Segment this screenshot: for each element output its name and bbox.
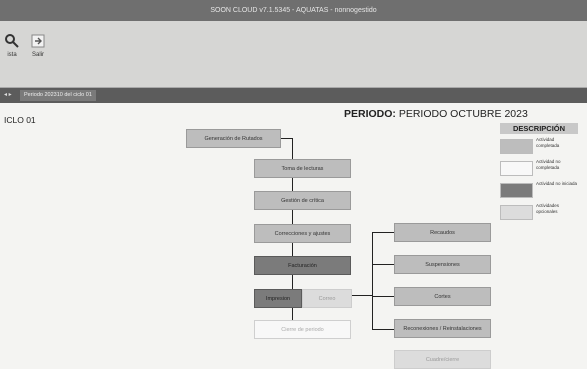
document-tabbar: ◂ ▸ Periodo 202310 del ciclo 01 [0, 88, 587, 103]
ribbon-toolbar: ista Salir [0, 21, 587, 88]
status-legend: DESCRIPCIÓN Actividad completada Activid… [500, 123, 578, 225]
connector-branch [352, 295, 372, 296]
step-correo[interactable]: Correo [302, 289, 352, 308]
legend-swatch [500, 183, 533, 198]
process-panel: ICLO 01 PERIODO: PERIODO OCTUBRE 2023 Ge… [0, 103, 587, 369]
step-cierre-periodo[interactable]: Cierre de periodo [254, 320, 351, 339]
window-title: SOON CLOUD v7.1.5345 - AQUATAS - nonnoge… [0, 0, 587, 21]
legend-label: Actividad completada [536, 137, 560, 148]
tab-periodo[interactable]: Periodo 202310 del ciclo 01 [20, 90, 96, 101]
step-impresion[interactable]: Impresion [254, 289, 302, 308]
legend-title: DESCRIPCIÓN [500, 123, 578, 134]
period-value: PERIODO OCTUBRE 2023 [398, 108, 528, 120]
step-cuadre-cierre[interactable]: Cuadre/cierre [394, 350, 491, 369]
step-reconexiones[interactable]: Reconexiones / Reinstalaciones [394, 319, 491, 338]
step-recaudos[interactable]: Recaudos [394, 223, 491, 242]
ribbon-button-salir[interactable]: Salir [26, 33, 50, 58]
legend-label: Actividad no iniciada [536, 181, 578, 186]
legend-swatch [500, 139, 533, 154]
connector-suspensiones [372, 264, 394, 265]
period-header: PERIODO: PERIODO OCTUBRE 2023 [344, 108, 528, 120]
exit-icon [30, 33, 46, 49]
connector-right-spine [372, 232, 373, 329]
ribbon-button-label: Salir [31, 52, 44, 58]
legend-swatch [500, 205, 533, 220]
step-toma-lecturas[interactable]: Toma de lecturas [254, 159, 351, 178]
connector-reconexiones [372, 329, 394, 330]
period-label: PERIODO: [344, 108, 396, 120]
step-generacion-rutados[interactable]: Generación de Rutados [186, 129, 281, 148]
legend-item-completed: Actividad completada [500, 137, 578, 156]
legend-item-optional: Actividades opcionales [500, 203, 578, 222]
ribbon-button-lista[interactable]: ista [0, 33, 24, 58]
step-cortes[interactable]: Cortes [394, 287, 491, 306]
legend-label: Actividad no completada [536, 159, 561, 170]
step-facturacion[interactable]: Facturación [254, 256, 351, 275]
ribbon-button-label: ista [7, 52, 17, 58]
step-correcciones-ajustes[interactable]: Correcciones y ajustes [254, 224, 351, 243]
connector-recaudos [372, 232, 394, 233]
key-icon [4, 33, 20, 49]
legend-swatch [500, 161, 533, 176]
legend-item-not-started: Actividad no iniciada [500, 181, 578, 200]
tab-menu-icon[interactable]: ◂ ▸ [4, 92, 12, 98]
step-suspensiones[interactable]: Suspensiones [394, 255, 491, 274]
legend-item-not-completed: Actividad no completada [500, 159, 578, 178]
step-gestion-critica[interactable]: Gestión de crítica [254, 191, 351, 210]
connector-cortes [372, 296, 394, 297]
legend-label: Actividades opcionales [536, 203, 560, 214]
connector-top [281, 138, 292, 139]
cycle-label: ICLO 01 [4, 115, 36, 125]
